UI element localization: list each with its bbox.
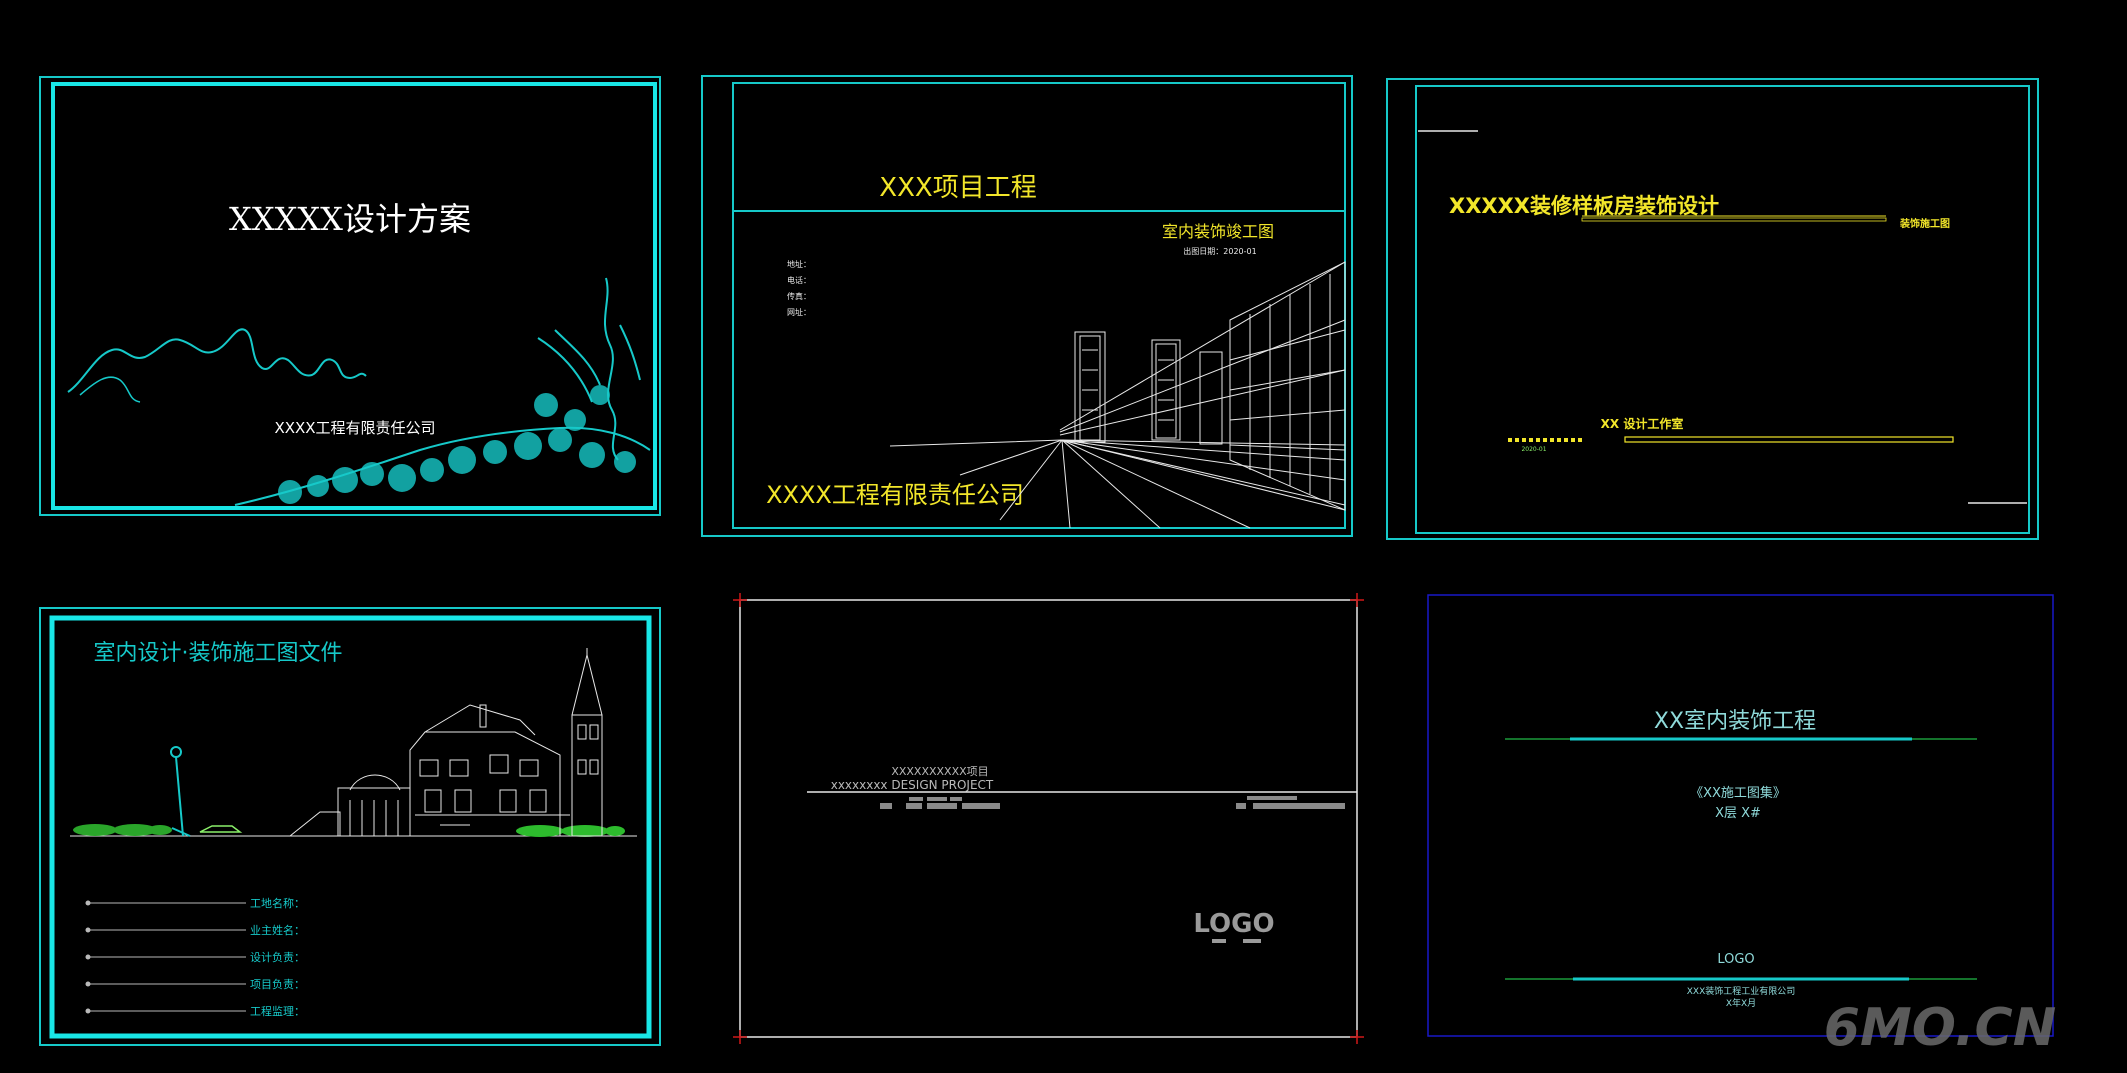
panel3-date: 2020-01	[1521, 446, 1546, 453]
panel2-subtitle: 室内装饰竣工图	[1162, 222, 1274, 241]
panel-design-scheme: XXXXX设计方案 XXXX工程有限责任公司	[39, 76, 661, 516]
perspective-wireframe	[889, 261, 1346, 529]
panel-project-engineering: XXX项目工程 室内装饰竣工图 出图日期：2020-01 地址： 电话： 传真：…	[701, 75, 1353, 537]
panel5-logo: LOGO	[1193, 909, 1274, 939]
panel3-studio-bar	[1624, 436, 1954, 443]
panel6-title: XX室内装饰工程	[1654, 709, 1816, 734]
panel4-field-owner: 业主姓名：	[250, 923, 305, 937]
panel3-studio: XX 设计工作室	[1601, 416, 1684, 431]
panel3-title-bar	[1581, 217, 1887, 222]
bamboo-bushes	[278, 385, 636, 504]
panel-model-room: XXXXX装修样板房装饰设计 装饰施工图 XX 设计工作室 2020-01	[1386, 78, 2039, 540]
panel1-inner-frame	[51, 82, 657, 510]
panel2-field-address: 地址：	[787, 259, 811, 269]
mountain-outline-2	[79, 376, 141, 403]
panel2-company: XXXX工程有限责任公司	[766, 481, 1024, 509]
panel2-field-phone: 电话：	[787, 275, 811, 285]
panel3-title: XXXXX装修样板房装饰设计	[1449, 194, 1719, 218]
hedge-right	[516, 825, 625, 837]
panel3-outer-frame	[1386, 78, 2039, 540]
panel1-company: XXXX工程有限责任公司	[274, 419, 435, 437]
panel6-floor: X层 X#	[1715, 806, 1761, 821]
panel2-inner-frame	[732, 82, 1346, 529]
panel4-field-supervisor: 工程监理：	[250, 1005, 305, 1018]
panel1-title: XXXXX设计方案	[229, 200, 471, 238]
panel6-date: X年X月	[1726, 997, 1756, 1009]
tree-branch	[537, 324, 641, 403]
panel6-subtitle: 《XX施工图集》	[1690, 785, 1786, 801]
panel5-logo-bar-right	[1243, 939, 1261, 943]
panel6-logo: LOGO	[1717, 952, 1754, 967]
panel2-date: 出图日期：2020-01	[1183, 246, 1256, 256]
panel6-frame	[1427, 594, 2054, 1037]
panel5-line2: xxxxxxxx DESIGN PROJECT	[831, 778, 994, 792]
panel6-company: XXX装饰工程工业有限公司	[1687, 985, 1796, 997]
panel1-outer-frame	[39, 76, 661, 516]
panel4-form-lines	[90, 902, 246, 1012]
panel4-title: 室内设计·装饰施工图文件	[94, 641, 343, 666]
panel5-frame	[739, 599, 1358, 1038]
street-lamp	[170, 746, 191, 837]
panel2-outer-frame	[701, 75, 1353, 537]
panel4-field-manager: 项目负责：	[250, 977, 305, 991]
panel4-inner-frame	[49, 615, 652, 1039]
panel4-outer-frame	[39, 607, 661, 1046]
panel3-dot-row	[1508, 438, 1582, 442]
panel5-line1: XXXXXXXXXX项目	[891, 765, 988, 778]
hedge-left	[73, 824, 172, 836]
watermark-logo: 6MO.CN	[1824, 998, 2056, 1058]
panel-decoration-project: XX室内装饰工程 《XX施工图集》 X层 X# LOGO XXX装饰工程工业有限…	[1427, 594, 2054, 1037]
panel4-field-site: 工地名称：	[250, 896, 305, 910]
panel2-field-web: 网址：	[787, 307, 811, 317]
panel2-field-fax: 传真：	[787, 291, 811, 301]
panel2-project-title: XXX项目工程	[879, 173, 1036, 203]
panel4-field-designer: 设计负责：	[250, 950, 305, 964]
panel3-inner-frame	[1415, 85, 2030, 534]
panel3-tag: 装饰施工图	[1899, 217, 1950, 230]
panel5-bars	[880, 796, 1345, 809]
car-outline	[199, 825, 243, 833]
panel-design-project: XXXXXXXXXX项目 xxxxxxxx DESIGN PROJECT LOG…	[733, 593, 1364, 1044]
panel4-form-bullets	[85, 900, 91, 1014]
panel5-logo-bar-left	[1212, 939, 1226, 943]
panel-construction-docs: 室内设计·装饰施工图文件	[39, 607, 661, 1046]
panel5-corner-marks	[733, 593, 1364, 1044]
tree-trunk	[603, 277, 619, 461]
villa-elevation	[289, 648, 603, 837]
mountain-outline	[67, 328, 367, 393]
